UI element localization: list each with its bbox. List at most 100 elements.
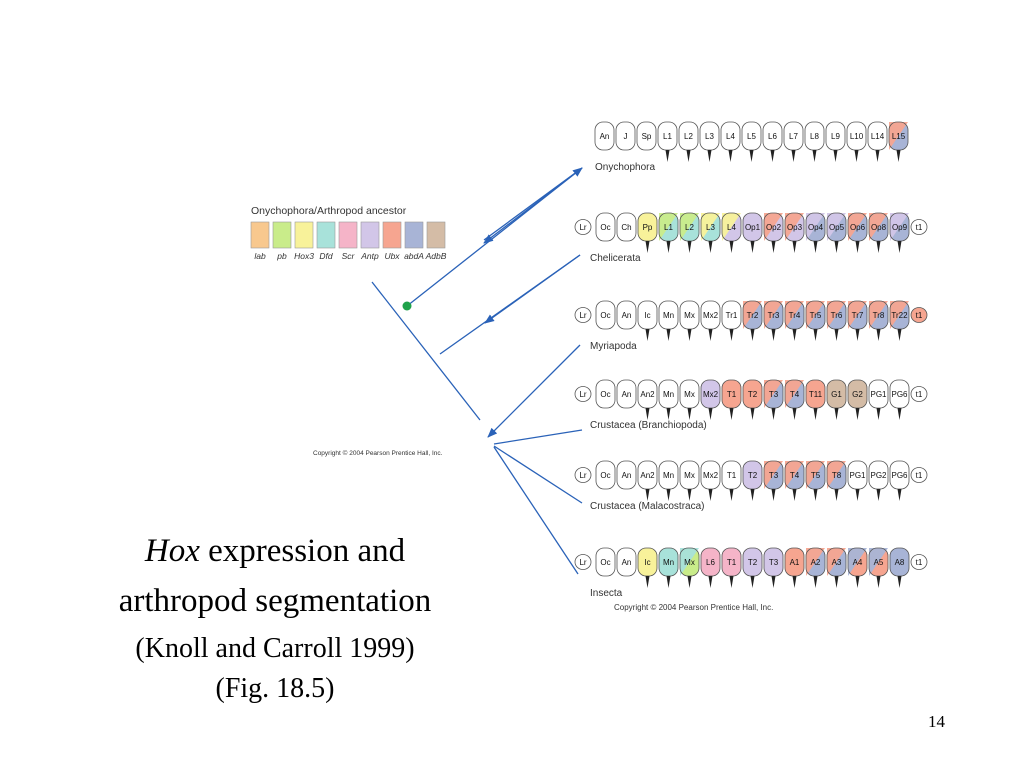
segment-fill [596,380,615,408]
segment-fill [575,386,591,402]
segment-label: Pp [643,223,653,232]
segment-fill [616,122,635,150]
segment-leg [770,150,775,162]
segment-label: Mx2 [703,471,719,480]
segment-label: T1 [727,390,737,399]
segment-fill [764,548,783,576]
segment-label: An [622,390,632,399]
segment-label: Mx [684,311,695,320]
segment-outline [595,300,616,330]
segment-fill-split [827,461,846,489]
segment-label: Op3 [787,223,803,232]
segment-leg [750,408,755,420]
segment-label: t1 [916,223,923,232]
segment-outline [636,121,657,151]
segment-fill-split [869,548,888,576]
copyright-right: Copyright © 2004 Pearson Prentice Hall, … [614,603,773,612]
segment-fill [596,461,615,489]
segment-leg [771,489,776,501]
segment-leg [834,408,839,420]
segment-fill [743,461,762,489]
segment-leg [855,576,860,588]
segment-leg [855,329,860,341]
segment-leg [771,576,776,588]
segment-leg [812,150,817,162]
segment-leg [813,576,818,588]
segment-label: T3 [769,390,779,399]
segment-fill [659,461,678,489]
title-hox-italic: Hox [144,533,200,569]
segment-fill-split [806,461,825,489]
segment-outline [616,300,637,330]
segment-fill-split [680,213,699,241]
hox-gene-label: Dfd [319,251,333,261]
hox-gene-swatch [404,221,424,249]
segment-leg [728,150,733,162]
segment-label: Tr7 [852,311,864,320]
segment-label: Ch [621,223,631,232]
segment-label: An [600,132,610,141]
segment-leg [750,329,755,341]
segment-leg [687,576,692,588]
segment-outline [616,212,637,242]
segment-fill [575,554,591,570]
segment-label: L10 [850,132,864,141]
segment-fill [701,380,720,408]
segment-label: Tr3 [768,311,780,320]
segment-leg [792,329,797,341]
segment-label: Op2 [766,223,782,232]
segment-fill-split [890,301,909,329]
segment-fill [722,548,741,576]
segment-label: Tr5 [810,311,822,320]
segment-fill [701,301,720,329]
segment-fill-split [764,380,783,408]
segment-outline [616,379,637,409]
segment-fill [806,380,825,408]
segment-fill-split [680,548,699,576]
segment-fill-split [785,380,804,408]
segment-fill-split [785,301,804,329]
segment-fill [680,380,699,408]
segment-label: Mn [663,311,674,320]
segment-label: Lr [579,390,586,399]
segment-fill [575,467,591,483]
segment-fill [638,213,657,241]
segment-leg [708,408,713,420]
slide-title-line2: arthropod segmentation [118,583,432,619]
segment-label: T3 [769,558,779,567]
segment-leg [897,241,902,253]
segment-outline [595,547,616,577]
segment-leg [792,241,797,253]
segment-fill-split [659,213,678,241]
segment-label: Oc [600,223,610,232]
segment-leg [687,329,692,341]
segment-fill-split [806,548,825,576]
segment-fill [638,548,657,576]
segment-label: A2 [811,558,821,567]
segment-fill [785,548,804,576]
segment-leg [876,329,881,341]
segment-label: Oc [600,390,610,399]
segment-fill [596,548,615,576]
segment-leg [813,408,818,420]
segment-fill-split [764,461,783,489]
segment-label: L9 [831,132,840,141]
segment-leg [771,329,776,341]
segment-label: L1 [664,223,673,232]
segment-fill [596,301,615,329]
segment-label: Op6 [850,223,866,232]
segment-fill [701,461,720,489]
segment-leg [833,150,838,162]
segment-leg [834,489,839,501]
segment-fill-split [890,213,909,241]
segment-leg [855,489,860,501]
segment-fill-split [827,301,846,329]
segment-label: t1 [916,471,923,480]
segment-leg [792,489,797,501]
segment-leg [876,408,881,420]
segment-label: Op5 [829,223,845,232]
segment-label: L14 [871,132,885,141]
segment-leg [792,408,797,420]
